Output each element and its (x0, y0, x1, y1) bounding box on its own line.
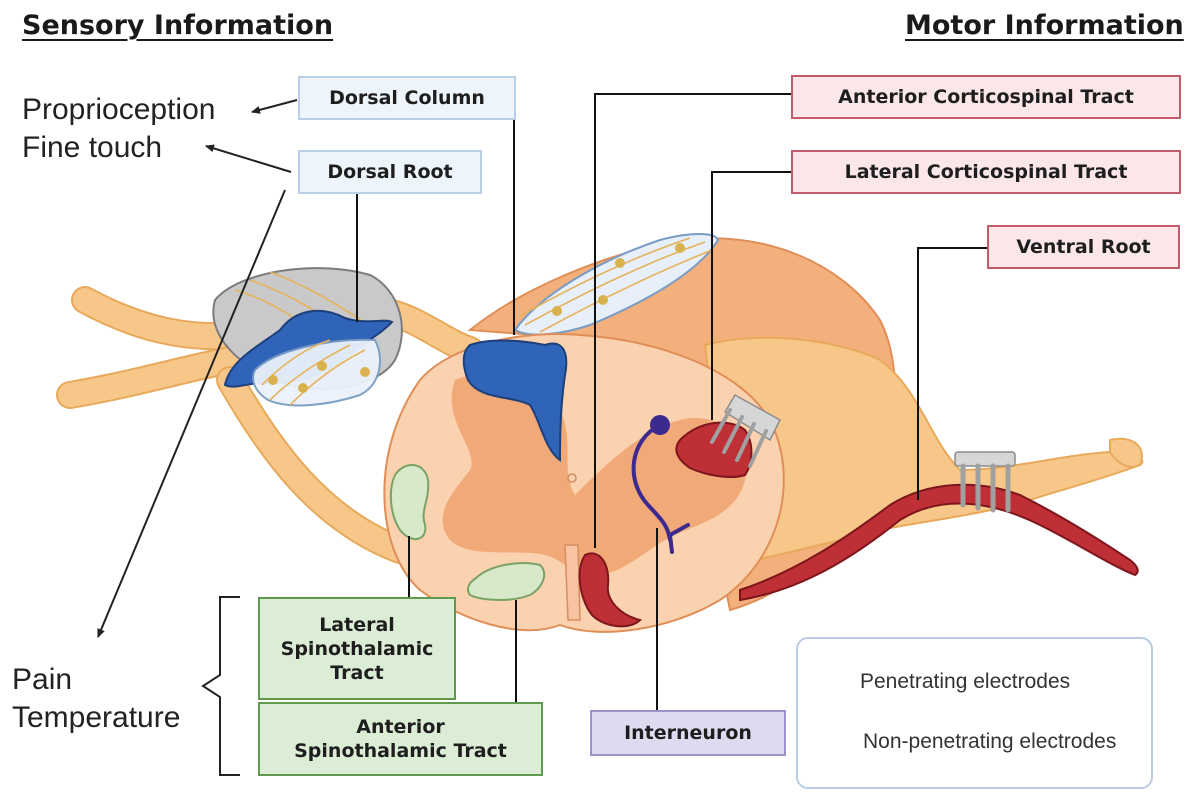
anterior-spinothalamic-tract-label: Anterior Spinothalamic Tract (258, 702, 543, 776)
legend-non-penetrating-label: Non-penetrating electrodes (863, 730, 1116, 754)
dorsal-column-label: Dorsal Column (298, 76, 516, 120)
electrode-legend (796, 637, 1153, 789)
motor-information-heading: Motor Information (905, 10, 1184, 41)
pain-temperature-bracket (203, 597, 240, 775)
spinal-cord-cross-section (384, 334, 783, 632)
ventral-root-label: Ventral Root (987, 225, 1180, 269)
pain-label: Pain (12, 662, 72, 698)
fine-touch-label: Fine touch (22, 130, 162, 166)
temperature-label: Temperature (12, 700, 180, 736)
legend-penetrating-label: Penetrating electrodes (860, 670, 1070, 694)
dorsal-root-label: Dorsal Root (298, 150, 482, 194)
sensory-information-heading: Sensory Information (22, 10, 333, 41)
interneuron-label: Interneuron (590, 710, 786, 756)
lateral-spinothalamic-tract-label: Lateral Spinothalamic Tract (258, 597, 456, 700)
proprioception-label: Proprioception (22, 92, 215, 128)
anterior-corticospinal-tract-label: Anterior Corticospinal Tract (791, 75, 1181, 119)
lateral-corticospinal-tract-label: Lateral Corticospinal Tract (791, 150, 1181, 194)
